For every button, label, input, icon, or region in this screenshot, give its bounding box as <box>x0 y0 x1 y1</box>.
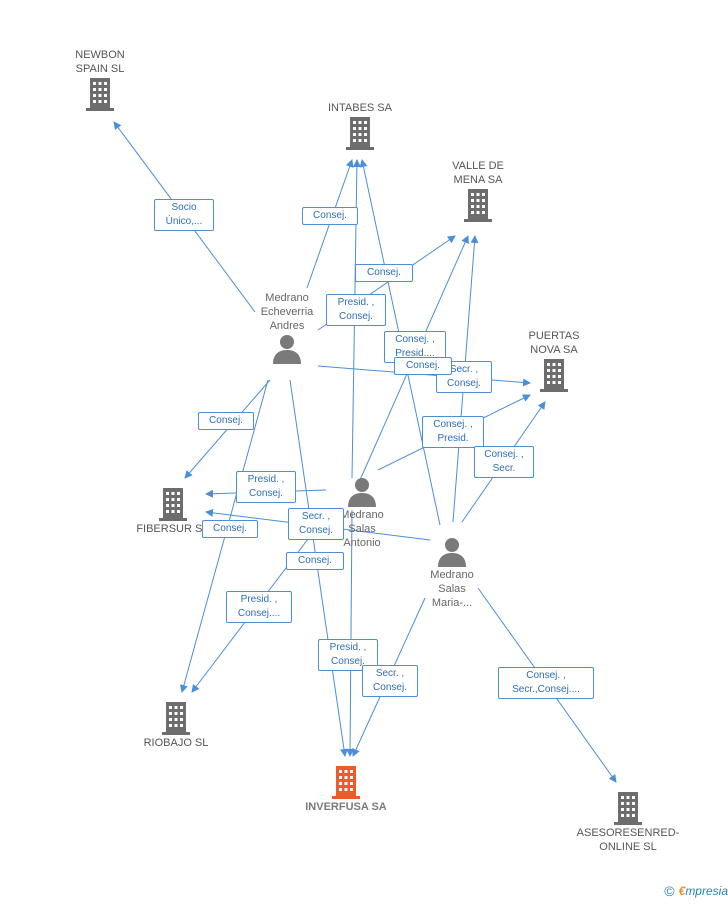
edge-label-consej[interactable]: Consej. <box>355 264 413 282</box>
company-label: VALLE DE MENA SA <box>452 160 504 186</box>
company-label: INVERFUSA SA <box>305 801 387 813</box>
company-inverfusa[interactable]: INVERFUSA SA <box>296 764 396 814</box>
edge-label-consej[interactable]: Consej. <box>198 412 254 430</box>
brand-text: mpresia <box>685 884 728 898</box>
building-icon <box>464 189 492 222</box>
person-label: Medrano Echeverria Andres <box>260 292 314 332</box>
company-label: ASESORESENRED- ONLINE SL <box>576 827 680 853</box>
building-icon <box>162 702 190 735</box>
edge-label-socio-unico[interactable]: Socio Único,... <box>154 199 214 231</box>
person-maria[interactable]: Medrano Salas Maria-... <box>412 536 492 610</box>
company-label: PUERTAS NOVA SA <box>528 330 580 356</box>
edge-label-presid-consej[interactable]: Presid. , Consej. <box>236 471 296 503</box>
edge-label-presid-consej[interactable]: Presid. , Consej. <box>326 294 386 326</box>
building-icon <box>346 117 374 150</box>
person-andres[interactable]: Medrano Echeverria Andres <box>242 291 332 365</box>
building-icon <box>86 78 114 111</box>
person-label: Medrano Salas Antonio <box>340 509 384 549</box>
company-puertas-nova[interactable]: PUERTAS NOVA SA <box>512 329 596 393</box>
company-valle-de-mena[interactable]: VALLE DE MENA SA <box>436 159 520 223</box>
edge-label-consej[interactable]: Consej. <box>202 520 258 538</box>
footer-brand: © €mpresia <box>664 881 728 901</box>
edge-label-consej-secr[interactable]: Consej. , Secr. <box>474 446 534 478</box>
edge-label-secr-consej[interactable]: Secr. , Consej. <box>288 508 344 540</box>
copyright-icon: © <box>664 883 675 899</box>
building-icon <box>540 359 568 392</box>
brand-e: € <box>678 884 686 898</box>
edge-antonio-inverfusa <box>346 509 355 757</box>
edge-label-consej-presid[interactable]: Consej. , Presid. <box>422 416 484 448</box>
building-icon <box>332 766 360 799</box>
person-label: Medrano Salas Maria-... <box>430 569 474 609</box>
company-label: NEWBON SPAIN SL <box>75 49 125 75</box>
company-label: INTABES SA <box>328 102 392 114</box>
edge-label-consej[interactable]: Consej. <box>286 552 344 570</box>
company-label: RIOBAJO SL <box>143 737 209 749</box>
edge-label-consej[interactable]: Consej. <box>302 207 358 225</box>
brand-logo: €mpresia <box>679 884 728 898</box>
company-newbon[interactable]: NEWBON SPAIN SL <box>58 48 142 112</box>
company-asesoresenred-online[interactable]: ASESORESENRED- ONLINE SL <box>570 790 686 854</box>
person-icon <box>348 478 376 507</box>
edge-label-secr-consej[interactable]: Secr. , Consej. <box>362 665 418 697</box>
company-riobajo[interactable]: RIOBAJO SL <box>134 700 218 750</box>
building-icon <box>614 792 642 825</box>
company-intabes[interactable]: INTABES SA <box>318 101 402 151</box>
person-icon <box>438 538 466 567</box>
edge-label-presid-consej[interactable]: Presid. , Consej.... <box>226 591 292 623</box>
person-icon <box>273 335 301 364</box>
edge-label-consej-secr-consej[interactable]: Consej. , Secr.,Consej.... <box>498 667 594 699</box>
building-icon <box>159 488 187 521</box>
edge-label-consej[interactable]: Consej. <box>394 357 452 375</box>
person-antonio[interactable]: Medrano Salas Antonio <box>330 476 394 550</box>
